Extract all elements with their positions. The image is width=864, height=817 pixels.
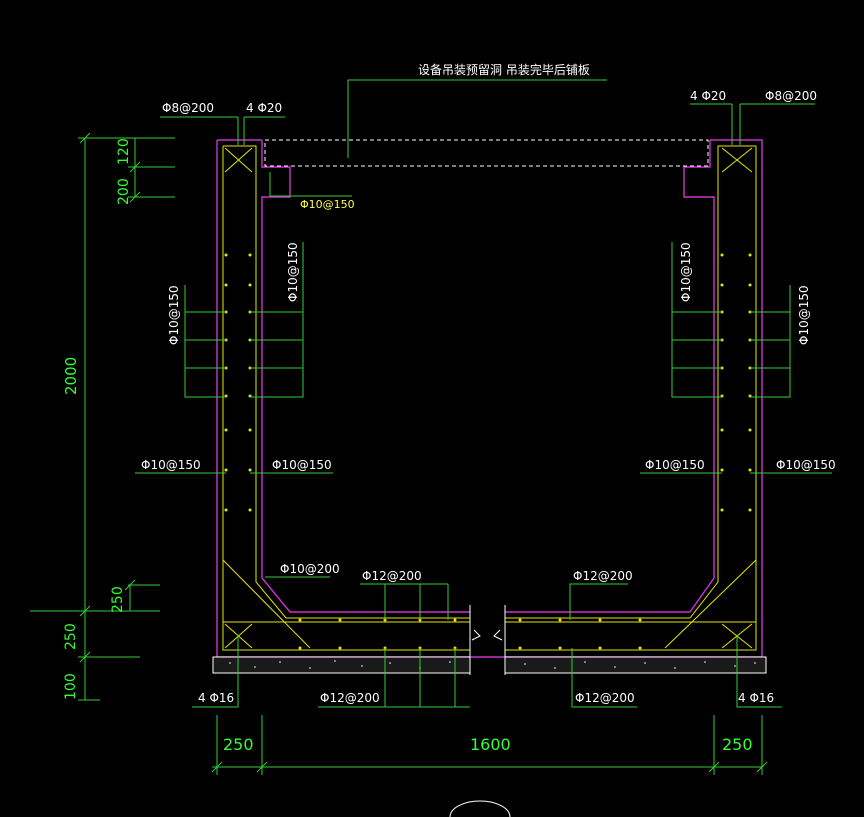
partial-circle: [449, 800, 511, 817]
label-top-left-bars: 4 Φ20: [246, 101, 282, 115]
label-right-outer-vertical: Φ10@150: [797, 285, 811, 345]
label-slab-top-right: Φ12@200: [573, 569, 633, 583]
label-top-right-bars: 4 Φ20: [690, 89, 726, 103]
label-slab-top-left: Φ12@200: [362, 569, 422, 583]
concrete-outline: [216, 139, 763, 658]
label-right-outer-horizontal: Φ10@150: [776, 458, 836, 472]
dim-200: 200: [116, 178, 132, 205]
label-left-inner-horizontal: Φ10@150: [272, 458, 332, 472]
dim-250-b: 250: [63, 623, 79, 650]
dim-250-a: 250: [110, 586, 126, 613]
label-haunch-top: Φ10@150: [300, 198, 355, 211]
blinding-layer: [212, 605, 767, 675]
label-left-inner-vertical: Φ10@150: [286, 242, 300, 302]
label-top-left-stirrup: Φ8@200: [162, 101, 214, 115]
label-bottom-haunch: Φ10@200: [280, 562, 340, 576]
label-corner-left: 4 Φ16: [198, 691, 234, 705]
dim-bottom-250-right: 250: [722, 735, 753, 754]
label-left-outer-horizontal: Φ10@150: [141, 458, 201, 472]
label-right-inner-horizontal: Φ10@150: [645, 458, 705, 472]
dimension-lines: [30, 132, 768, 775]
label-right-inner-vertical: Φ10@150: [679, 242, 693, 302]
label-slab-bottom-left: Φ12@200: [320, 691, 380, 705]
label-top-right-stirrup: Φ8@200: [765, 89, 817, 103]
dim-2000: 2000: [62, 357, 80, 395]
leader-lines: [135, 79, 832, 708]
dim-120: 120: [116, 138, 132, 165]
dim-100: 100: [63, 673, 79, 700]
label-corner-right: 4 Φ16: [738, 691, 774, 705]
dim-bottom-250-left: 250: [223, 735, 254, 754]
label-slab-bottom-right: Φ12@200: [575, 691, 635, 705]
dim-bottom-1600: 1600: [470, 735, 511, 754]
top-note: 设备吊装预留洞 吊装完毕后铺板: [418, 62, 590, 77]
labels: 设备吊装预留洞 吊装完毕后铺板 Φ8@200 4 Φ20 4 Φ20 Φ8@20…: [62, 62, 836, 754]
label-left-outer-vertical: Φ10@150: [167, 285, 181, 345]
